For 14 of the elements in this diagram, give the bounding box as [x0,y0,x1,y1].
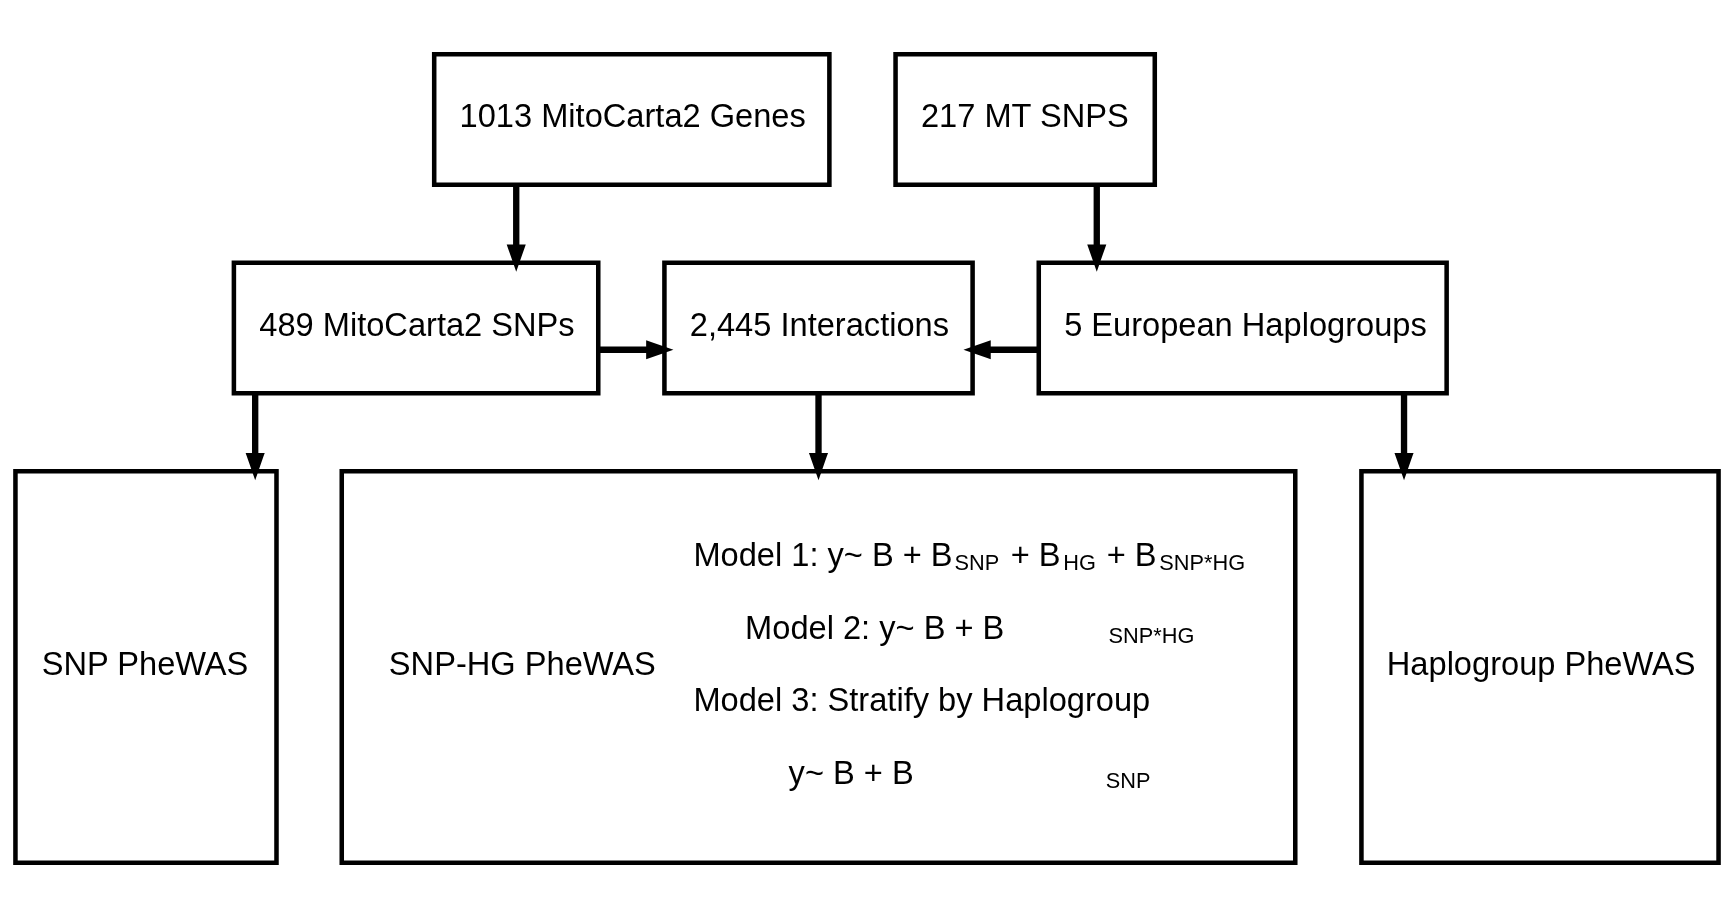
node-box: SNP PheWAS [13,468,279,865]
arrow [808,393,829,481]
node-box: 489 MitoCarta2 SNPs [231,260,601,396]
node-box: Haplogroup PheWAS [1359,468,1721,865]
arrow [1087,184,1107,272]
arrow [598,340,674,360]
node-box: 1013 MitoCarta2 Genes [431,52,832,188]
arrow [963,340,1039,360]
node-box: 2,445 Interactions [662,260,975,396]
node-box: 217 MT SNPS [893,52,1158,188]
arrow [245,393,265,481]
node-box: 5 European Haplogroups [1036,260,1449,396]
arrow [1394,393,1414,481]
arrow [506,184,526,272]
